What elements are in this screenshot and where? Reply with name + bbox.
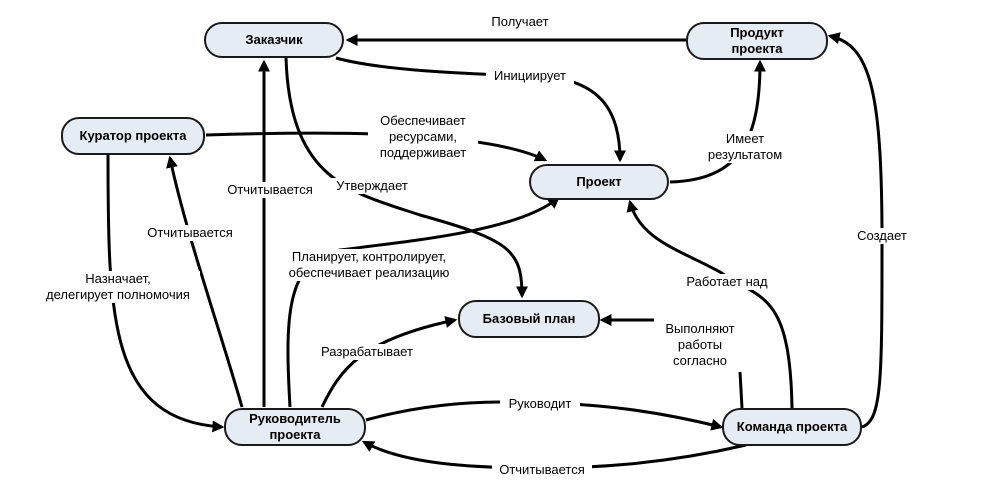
node-manager-label: Руководитель проекта [249,411,341,442]
edge-has-result [669,59,766,184]
node-sponsor: Куратор проекта [61,117,205,155]
edge-develops [320,316,458,408]
node-customer-label: Заказчик [245,32,303,47]
node-project: Проект [529,164,669,200]
edge-works-on [626,199,794,409]
label-provides: Обеспечивает ресурсами, поддерживает [368,113,478,161]
node-team-label: Команда проекта [736,419,848,434]
label-works-on: Работает над [676,274,778,290]
node-baseline: Базовый план [458,300,600,338]
label-perform: Выполняют работы согласно [656,321,744,369]
label-reports-sponsor: Отчитывается [142,225,238,241]
edge-reports-sponsor [166,155,244,408]
node-project-label: Проект [576,174,622,189]
label-leads: Руководит [500,396,580,412]
edge-perform [602,320,744,409]
label-has-result: Имеет результатом [692,131,798,163]
label-plans: Планирует, контролирует, обеспечивает ре… [278,249,460,281]
edge-appoints [106,154,225,433]
node-manager: Руководитель проекта [224,408,366,446]
node-product: Продукт проекта [686,22,828,60]
node-customer: Заказчик [204,22,344,58]
label-creates: Создает [850,228,914,244]
label-initiates: Инициирует [486,68,574,84]
label-reports-customer: Отчитывается [220,182,320,198]
label-approves: Утверждает [330,178,414,194]
label-appoints: Назначает, делегирует полномочия [36,271,200,303]
node-product-label: Продукт проекта [730,25,784,56]
node-sponsor-label: Куратор проекта [79,128,187,143]
node-team: Команда проекта [722,408,862,446]
label-develops: Разрабатывает [312,344,422,360]
edge-approves [284,57,528,299]
node-baseline-label: Базовый план [482,311,576,326]
label-receives: Получает [488,14,552,30]
label-reports-team: Отчитывается [492,462,592,478]
